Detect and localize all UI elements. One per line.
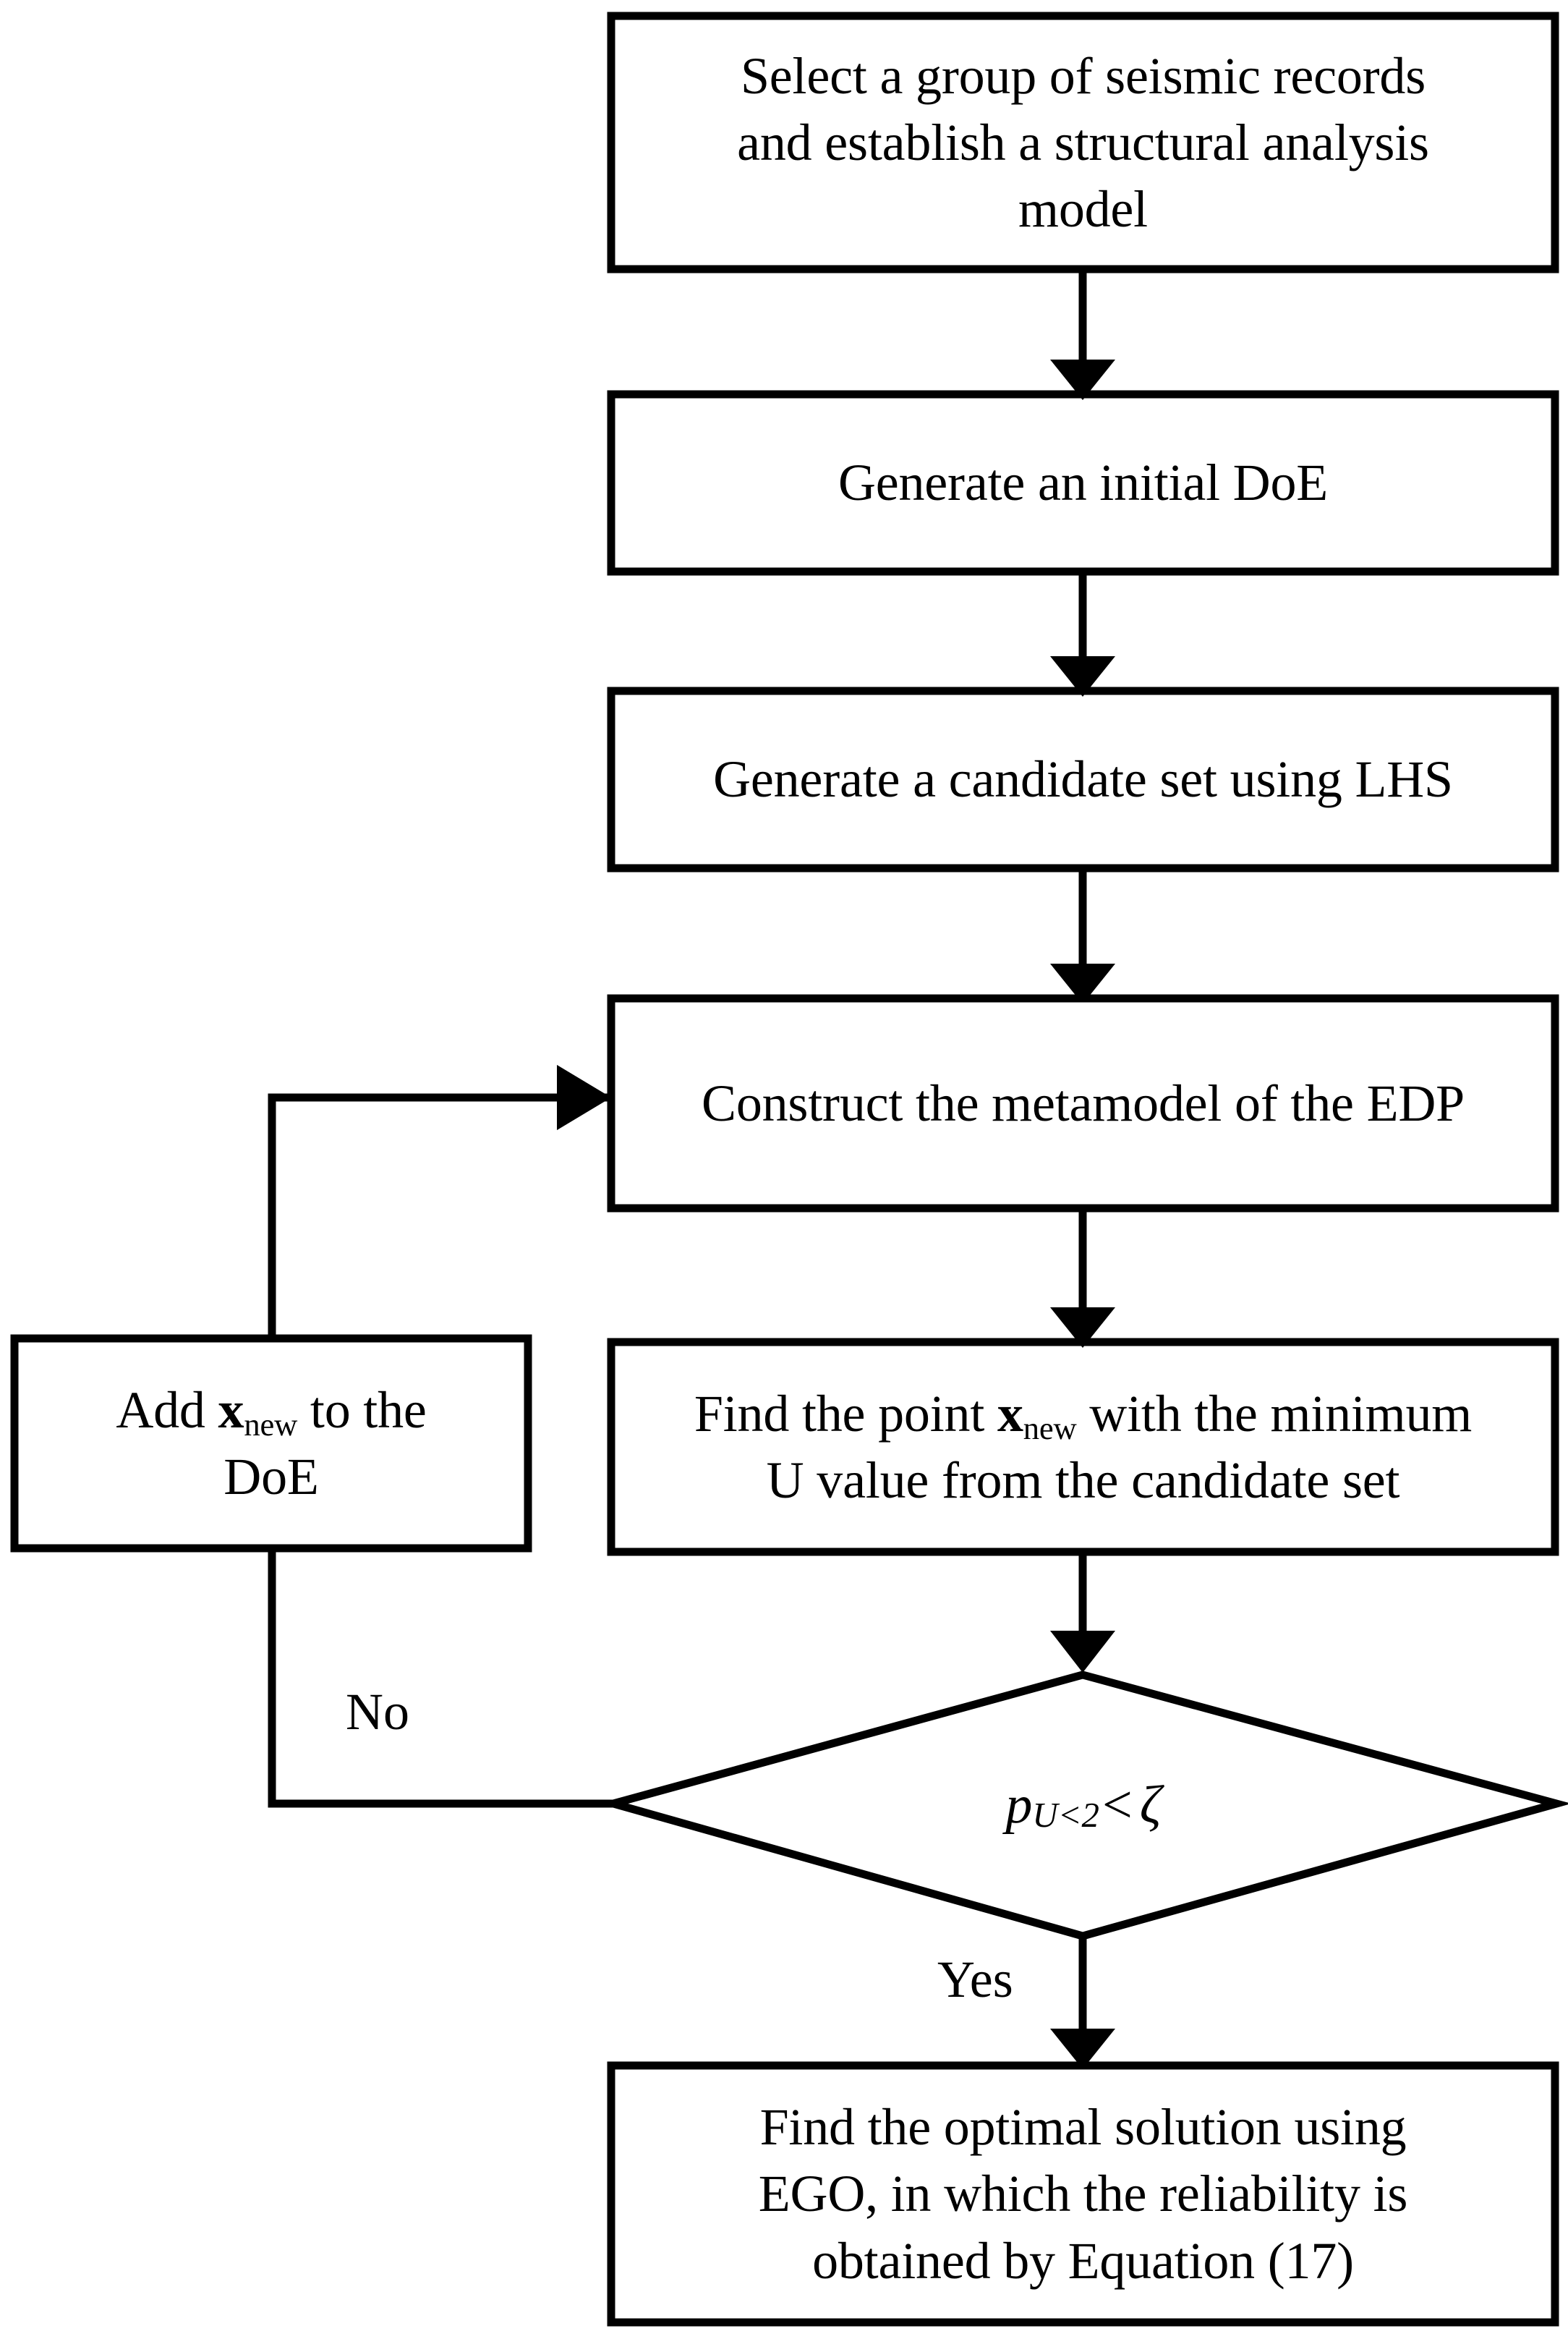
- node-box-candidate-set[interactable]: [607, 687, 1559, 873]
- arrow-head-add-to-metamodel-top: [557, 1065, 611, 1130]
- edge-label-yes: Yes: [937, 1950, 1013, 2008]
- node-box-find-optimal[interactable]: [607, 2061, 1559, 2327]
- connector-decision-no-to-add: [268, 1548, 613, 1808]
- connector-add-to-metamodel-visible: [268, 1093, 557, 1338]
- decision-formula-subscript: U<2: [1032, 1795, 1099, 1835]
- node-box-initial-doe[interactable]: [607, 390, 1559, 576]
- node-box-construct-metamodel-overlay: [607, 994, 1559, 1213]
- decision-formula-p: p: [1005, 1775, 1033, 1835]
- node-box-find-point[interactable]: [607, 1338, 1559, 1556]
- arrow-head-select-to-doe: [1050, 360, 1115, 400]
- arrow-head-findpoint-to-decision: [1050, 1631, 1115, 1673]
- arrow-head-decision-yes-to-optimal: [1050, 2029, 1115, 2069]
- arrow-head-doe-to-candidate: [1050, 656, 1115, 697]
- arrow-head-metamodel-to-findpoint: [1050, 1307, 1115, 1348]
- node-box-select-records[interactable]: [607, 12, 1559, 273]
- decision-formula-zeta: ζ: [1139, 1775, 1162, 1835]
- edge-label-no: No: [346, 1683, 409, 1741]
- node-box-add-to-doe[interactable]: [10, 1334, 532, 1553]
- decision-formula-relation: <: [1102, 1775, 1133, 1835]
- arrow-head-candidate-to-metamodel: [1050, 964, 1115, 1004]
